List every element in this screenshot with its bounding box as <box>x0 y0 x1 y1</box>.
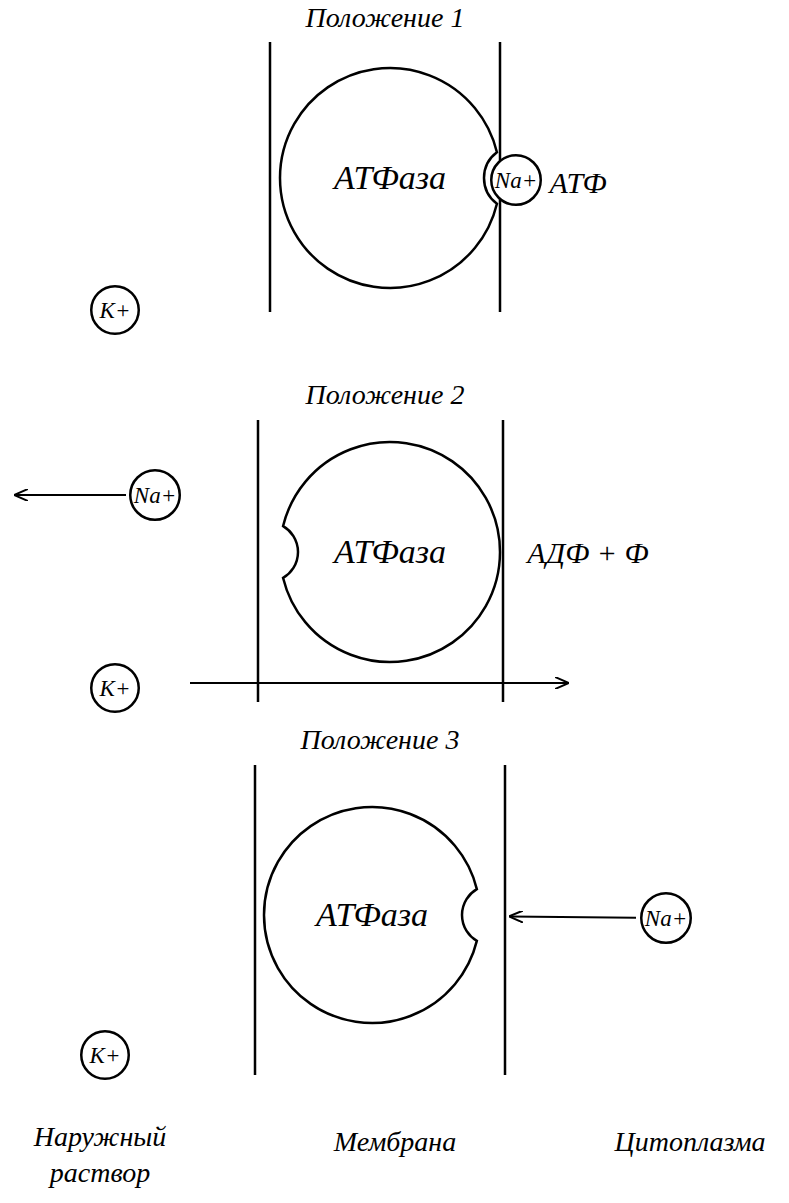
position-title: Положение 2 <box>306 377 465 413</box>
membrane-line <box>257 420 260 702</box>
position-title: Положение 1 <box>306 0 465 36</box>
node-outline <box>91 286 139 334</box>
enzyme-name: АТФаза <box>334 535 446 569</box>
region-label: Мембрана <box>334 1124 457 1160</box>
atpase-enzyme: АТФаза <box>280 68 500 288</box>
node-text-holder: Na+ <box>640 892 692 944</box>
node-outline <box>641 893 691 943</box>
potassium-ion: K+ <box>90 663 140 713</box>
node-text-holder: АТФаза <box>280 68 500 288</box>
node-text-holder: АТФаза <box>280 442 500 662</box>
atpase-enzyme: АТФаза <box>280 442 500 662</box>
node-outline <box>283 442 500 662</box>
atp-label: АТФ <box>549 163 606 202</box>
position-title: Положение 3 <box>301 722 460 758</box>
membrane-line <box>504 765 507 1075</box>
membrane-line <box>254 765 257 1075</box>
sodium-ion: Na+ <box>640 892 692 944</box>
enzyme-name: АТФаза <box>316 898 428 932</box>
ion-symbol: Na+ <box>495 169 537 192</box>
ion-symbol: Na+ <box>134 484 176 507</box>
membrane-line <box>502 420 505 702</box>
potassium-ion: K+ <box>90 285 140 335</box>
node-text-holder: Na+ <box>490 154 542 206</box>
membrane-line <box>269 42 272 312</box>
node-outline <box>280 68 497 288</box>
sodium-ion: Na+ <box>129 469 181 521</box>
region-label: Наружный раствор <box>15 1119 185 1192</box>
ion-symbol: Na+ <box>645 907 687 930</box>
node-outline <box>81 1031 129 1079</box>
node-text-holder: K+ <box>90 663 140 713</box>
sodium-out-arrow <box>15 494 126 496</box>
potassium-ion: K+ <box>80 1030 130 1080</box>
node-text-holder: K+ <box>90 285 140 335</box>
ion-symbol: K+ <box>100 299 131 322</box>
adp-phosphate-label: АДФ + Ф <box>527 533 648 572</box>
ion-symbol: K+ <box>90 1044 121 1067</box>
node-outline <box>130 470 180 520</box>
atpase-enzyme: АТФаза <box>264 807 480 1023</box>
node-text-holder: K+ <box>80 1030 130 1080</box>
node-outline <box>264 807 477 1023</box>
node-text-holder: Na+ <box>129 469 181 521</box>
ion-symbol: K+ <box>100 677 131 700</box>
potassium-in-arrow <box>190 682 568 684</box>
ion-flow-arrow <box>510 916 636 917</box>
sodium-ion: Na+ <box>490 154 542 206</box>
enzyme-name: АТФаза <box>334 161 446 195</box>
region-label: Цитоплазма <box>614 1124 765 1160</box>
node-outline <box>91 664 139 712</box>
node-outline <box>491 155 541 205</box>
node-text-holder: АТФаза <box>264 807 480 1023</box>
